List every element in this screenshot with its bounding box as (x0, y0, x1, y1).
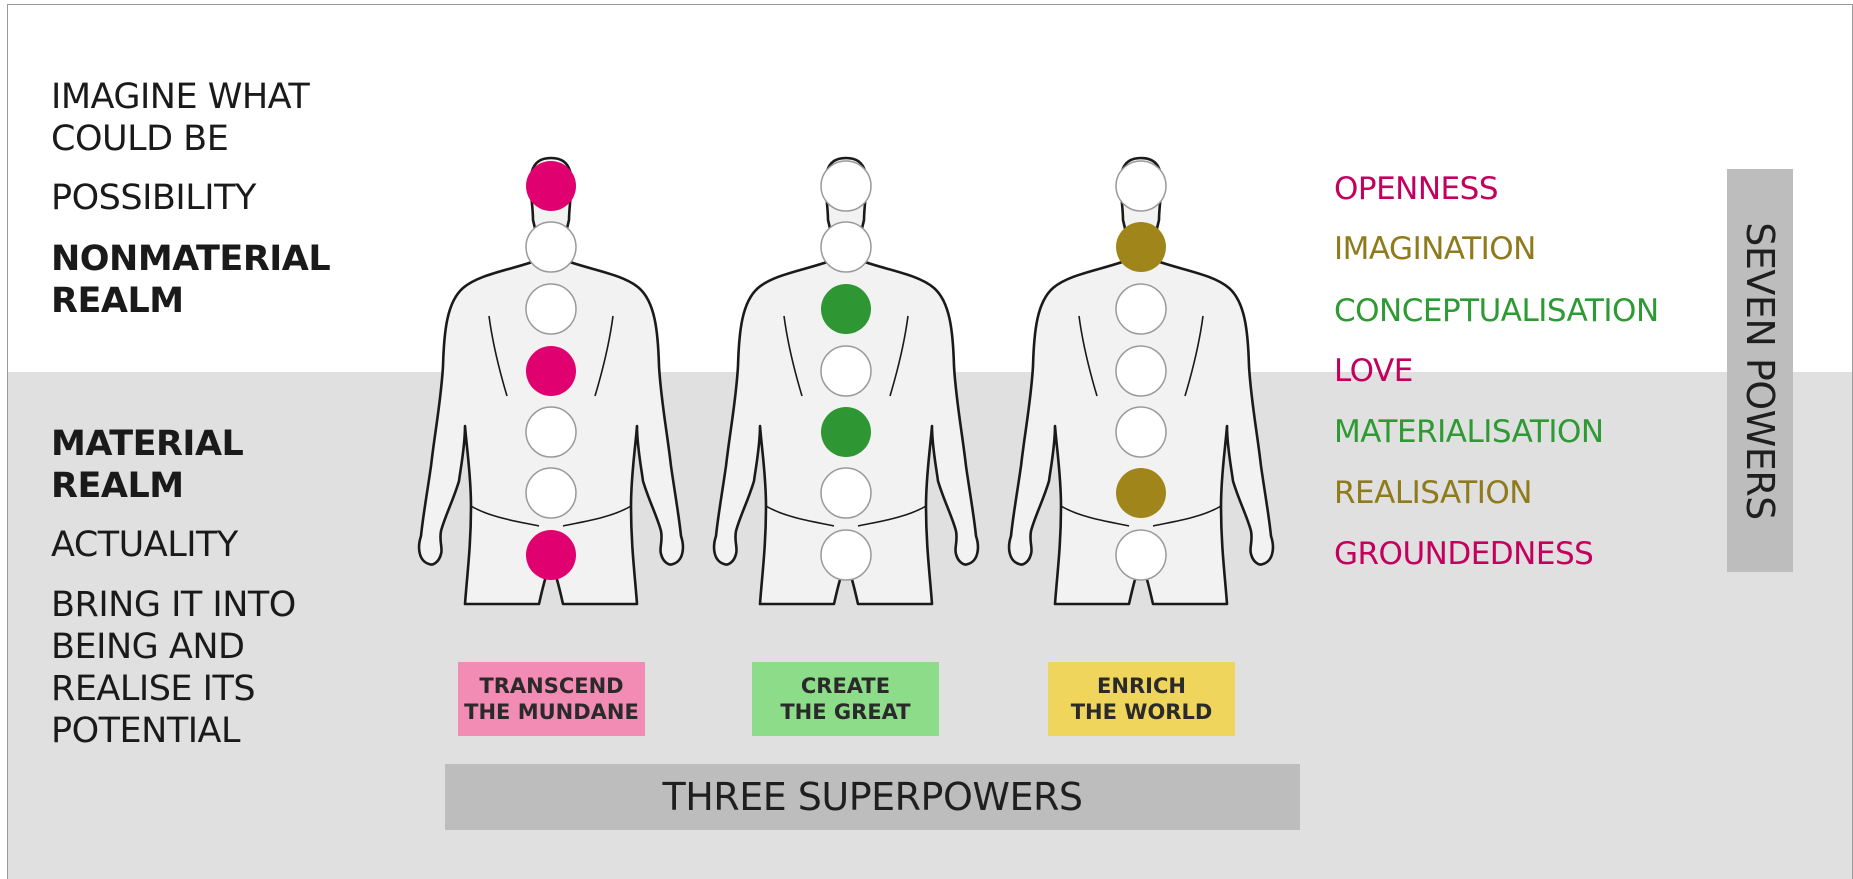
power-openness: OPENNESS (1334, 169, 1498, 209)
power-dot-1 (1116, 161, 1166, 211)
power-dot-2 (526, 222, 576, 272)
power-dot-6 (526, 468, 576, 518)
superpower-line-1: TRANSCEND (464, 673, 639, 699)
seven-powers-label: SEVEN POWERS (1738, 222, 1782, 520)
power-dot-7 (1116, 530, 1166, 580)
power-dot-3 (526, 284, 576, 334)
three-superpowers-bar: THREE SUPERPOWERS (445, 764, 1300, 830)
power-dot-4 (821, 346, 871, 396)
superpower-box-transcend: TRANSCEND THE MUNDANE (458, 662, 645, 736)
power-love: LOVE (1334, 351, 1413, 391)
power-dot-4 (526, 346, 576, 396)
power-dot-5 (1116, 407, 1166, 457)
power-dot-3 (821, 284, 871, 334)
superpower-box-enrich: ENRICH THE WORLD (1048, 662, 1235, 736)
power-dot-6 (1116, 468, 1166, 518)
power-dot-3 (1116, 284, 1166, 334)
power-dot-5 (821, 407, 871, 457)
superpower-line-2: THE MUNDANE (464, 699, 639, 725)
superpower-line-1: ENRICH (1071, 673, 1213, 699)
power-dot-1 (821, 161, 871, 211)
superpower-line-2: THE WORLD (1071, 699, 1213, 725)
power-dot-7 (821, 530, 871, 580)
superpower-box-create: CREATE THE GREAT (752, 662, 939, 736)
three-superpowers-label: THREE SUPERPOWERS (663, 775, 1083, 819)
power-dot-5 (526, 407, 576, 457)
power-dot-6 (821, 468, 871, 518)
power-dot-2 (1116, 222, 1166, 272)
power-conceptualisation: CONCEPTUALISATION (1334, 291, 1659, 331)
superpower-line-1: CREATE (780, 673, 910, 699)
seven-powers-bar: SEVEN POWERS (1727, 169, 1793, 572)
power-dot-4 (1116, 346, 1166, 396)
power-dot-7 (526, 530, 576, 580)
superpower-line-2: THE GREAT (780, 699, 910, 725)
power-groundedness: GROUNDEDNESS (1334, 534, 1593, 574)
power-imagination: IMAGINATION (1334, 229, 1536, 269)
power-dot-1 (526, 161, 576, 211)
power-dot-2 (821, 222, 871, 272)
power-realisation: REALISATION (1334, 473, 1532, 513)
power-materialisation: MATERIALISATION (1334, 412, 1604, 452)
